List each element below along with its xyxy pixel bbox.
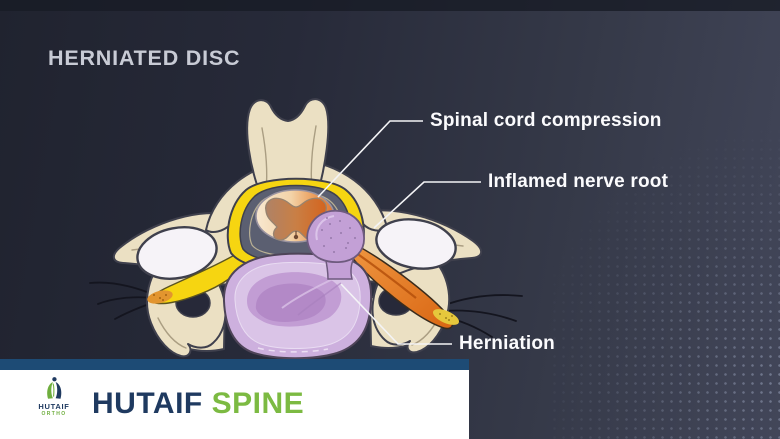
- label-inflamed-nerve-root: Inflamed nerve root: [488, 171, 669, 192]
- top-edge-shade: [0, 0, 780, 11]
- logo-name: HUTAIF: [38, 402, 70, 411]
- callout-line-inflamed-nerve-root: [373, 181, 481, 229]
- brand-primary: HUTAIF: [92, 387, 203, 420]
- brand-wordmark: HUTAIF SPINE: [92, 389, 304, 419]
- central-canal: [293, 234, 299, 240]
- intervertebral-disc: [222, 252, 373, 360]
- label-spinal-cord-compression: Spinal cord compression: [430, 110, 662, 131]
- label-herniation: Herniation: [459, 333, 555, 354]
- brand-secondary: SPINE: [211, 387, 305, 420]
- hutaif-ortho-logo: HUTAIF ORTHO: [26, 376, 82, 417]
- nerve-root-left: [147, 248, 249, 305]
- callout-line-herniation: [340, 283, 452, 345]
- footer-bar: [0, 370, 469, 439]
- facet-joint-right: [375, 218, 457, 270]
- footer-accent-strip: [0, 359, 469, 370]
- callout-line-spinal-cord-compression: [317, 120, 423, 198]
- logo-subtitle: ORTHO: [41, 411, 67, 417]
- page-title: HERNIATED DISC: [48, 46, 241, 70]
- facet-joint-left: [136, 226, 218, 280]
- herniation-bulge: [306, 209, 365, 280]
- hutaif-ortho-logo-icon: [47, 377, 62, 399]
